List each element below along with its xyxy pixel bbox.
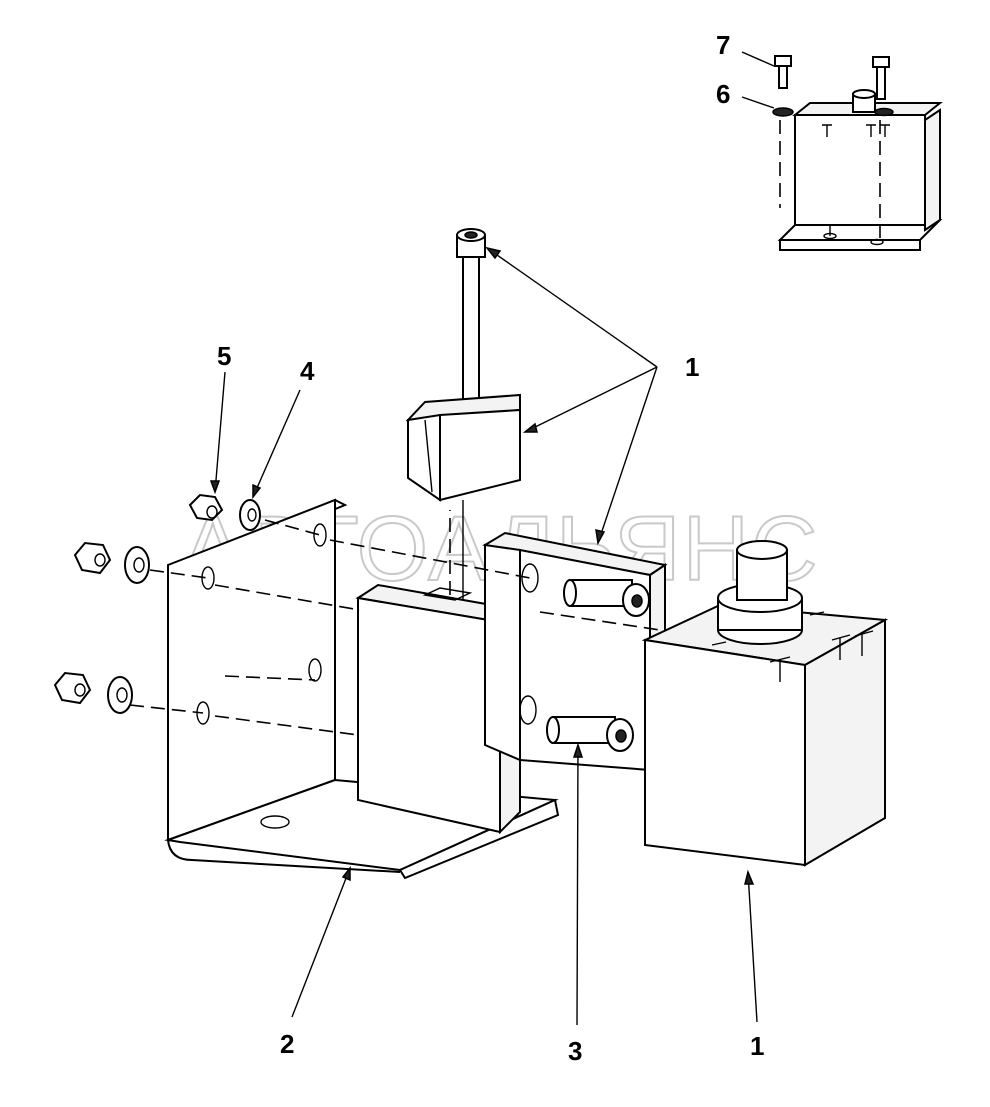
- inset-washer: [772, 107, 794, 117]
- mounting-bracket: [164, 498, 560, 880]
- callout-2: 2: [280, 1029, 294, 1059]
- valve-stem-assembly: [405, 228, 521, 600]
- callout-5: 5: [217, 341, 231, 371]
- nut-washer-upper-left: [73, 541, 150, 584]
- callout-3: 3: [568, 1036, 582, 1066]
- assembly-guide-lines: [129, 510, 661, 736]
- leader-lines: [209, 246, 758, 1026]
- main-unit-front: [644, 638, 806, 867]
- nut-washer-upper-right: [188, 493, 261, 531]
- callout-4: 4: [300, 356, 315, 386]
- main-unit: [641, 540, 889, 867]
- washer-upper-right: [239, 499, 261, 531]
- inset-assembly: [741, 51, 943, 251]
- bolt-upper: [563, 579, 650, 617]
- inset-box: [794, 114, 926, 226]
- nut-upper-right: [188, 493, 224, 522]
- callout-6: 6: [716, 79, 730, 109]
- callout-7: 7: [716, 30, 730, 60]
- washer-lower-left: [107, 676, 133, 714]
- bracket-inner-upright: [357, 596, 501, 834]
- valve-stem: [462, 254, 480, 406]
- callout-1-top: 1: [685, 352, 699, 382]
- callout-1-bottom: 1: [750, 1031, 764, 1061]
- bolt-lower: [546, 716, 634, 752]
- inset-bolt-left: [774, 55, 792, 89]
- nut-washer-lower-left: [53, 671, 133, 714]
- inset-bolt-right: [872, 56, 890, 100]
- valve-block: [439, 408, 521, 502]
- washer-upper-left: [124, 546, 150, 584]
